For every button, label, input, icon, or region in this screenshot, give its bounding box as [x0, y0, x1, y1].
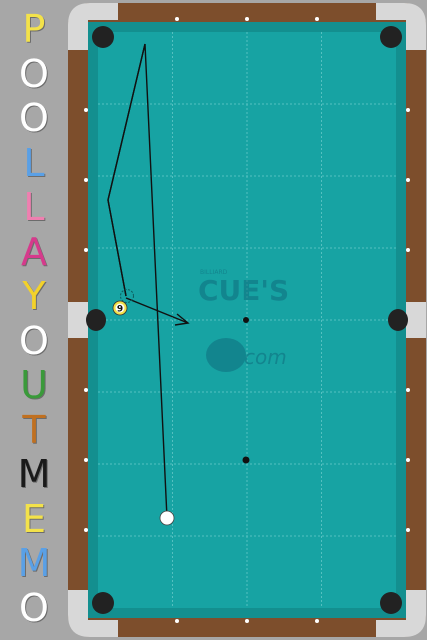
corner-plate-bottom-left: [68, 590, 118, 637]
cue-ball[interactable]: [159, 510, 175, 526]
rail-diamond: [175, 17, 179, 21]
corner-plate-bottom-right: [376, 590, 426, 637]
pocket: [388, 309, 408, 331]
rail-diamond: [406, 388, 410, 392]
logo-main-text: CUE'S: [198, 274, 289, 307]
logo-sub-text: com: [244, 345, 287, 369]
nine-ball-path: [107, 43, 146, 297]
foot-spot: [242, 456, 250, 464]
watermark-logo: BILLIARD CUE'S com: [198, 269, 289, 372]
rail-diamond: [84, 178, 88, 182]
title-letter: L: [23, 140, 45, 185]
pocket: [380, 592, 402, 614]
rail-diamond: [84, 528, 88, 532]
pocket: [86, 309, 106, 331]
corner-plate-top-right: [376, 3, 426, 50]
title-letter: Y: [22, 274, 46, 318]
rail-diamond: [245, 17, 249, 21]
title-letter: P: [22, 7, 46, 51]
pockets: [86, 26, 408, 614]
pocket: [92, 26, 114, 48]
title-letter: L: [23, 185, 45, 229]
rail-diamond: [406, 178, 410, 182]
rail-diamond: [315, 619, 319, 623]
title-letter: E: [21, 496, 46, 541]
rail-diamond: [406, 108, 410, 112]
rail-diamond: [406, 458, 410, 462]
object-ball-path: [125, 297, 189, 324]
nine-ball[interactable]: 9: [112, 300, 128, 316]
title-letter: A: [21, 229, 47, 274]
ghost-ball: [120, 289, 134, 303]
title-letter: O: [19, 51, 49, 96]
shot-path: [107, 43, 190, 519]
logo-small-text: BILLIARD: [200, 269, 228, 276]
pocket: [380, 26, 402, 48]
rail-diamond: [84, 248, 88, 252]
corner-plate-top-left: [68, 3, 118, 50]
rail-diamond: [84, 388, 88, 392]
center-spot: [243, 317, 249, 323]
arrow-head-icon: [174, 313, 190, 326]
title-letter: U: [20, 363, 48, 407]
title-letter: M: [17, 452, 51, 496]
title-letter: O: [19, 318, 49, 363]
rail-diamonds: [84, 17, 410, 623]
pocket: [92, 592, 114, 614]
title-letter: M: [17, 541, 51, 585]
rail-diamond: [406, 528, 410, 532]
rail-diamond: [84, 108, 88, 112]
rail-diamond: [84, 458, 88, 462]
title-letter: O: [19, 585, 49, 630]
rail-diamond: [245, 619, 249, 623]
nine-ball-label: 9: [117, 305, 123, 315]
logo-d-icon: [206, 338, 246, 372]
rail-diamond: [315, 17, 319, 21]
rail-diamond: [175, 619, 179, 623]
rail-diamond: [406, 248, 410, 252]
title-letter: O: [19, 96, 49, 140]
title-letter: T: [22, 407, 46, 452]
